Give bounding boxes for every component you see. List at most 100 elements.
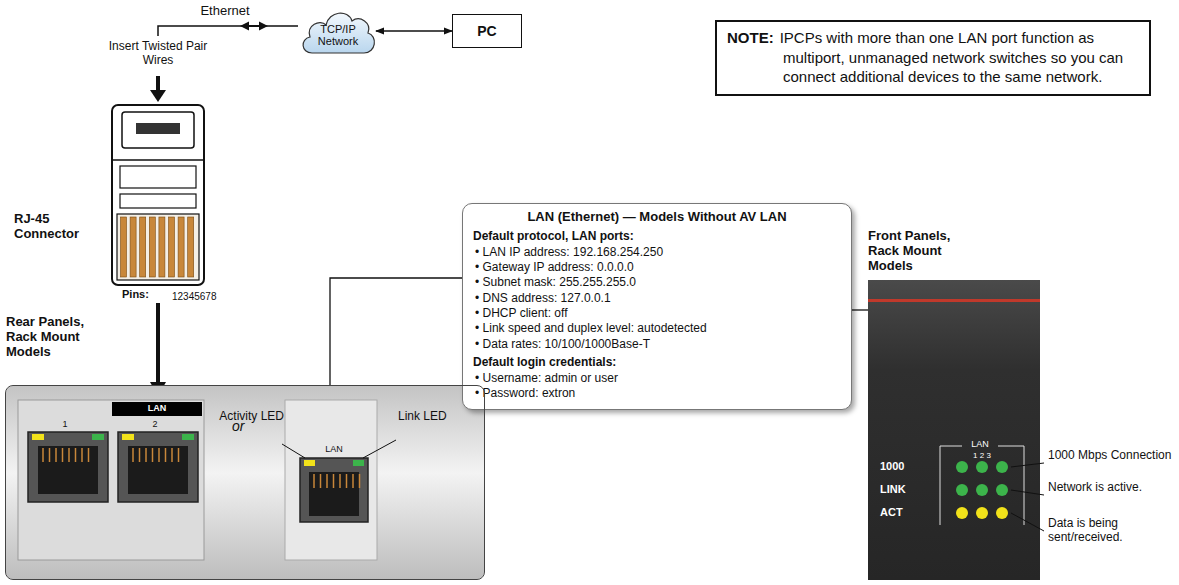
- rj45-connector: [112, 105, 204, 285]
- port-contacts-part: [152, 448, 154, 462]
- front-panel-art-part: [956, 484, 968, 496]
- front-panel-art-part: [996, 484, 1008, 496]
- note-box: NOTE:IPCPs with more than one LAN port f…: [715, 20, 1151, 96]
- rj45-connector-part: [136, 123, 180, 134]
- rear-panel-art-part: [285, 400, 377, 560]
- port-contacts: [43, 448, 360, 488]
- connector-pins-part: [149, 217, 155, 277]
- rear-panel-art-part: [300, 458, 368, 522]
- front-panel-art: [868, 280, 1044, 580]
- ethernet-wire-part: [249, 25, 259, 27]
- front-panel-art-part: [956, 507, 968, 519]
- front-panel-art-part: [868, 299, 1040, 302]
- node-body-text: • Link speed and duplex level: autodetec…: [473, 321, 841, 336]
- rear-panel-art-part: [6, 386, 484, 579]
- rear-panel-art-part: [309, 472, 359, 516]
- front-panel-art-part: [1011, 490, 1044, 495]
- port-contacts-part: [62, 448, 64, 462]
- connector-line: [330, 278, 462, 385]
- network-cloud: TCP/IP Network: [298, 3, 378, 63]
- port-contacts-part: [145, 448, 147, 462]
- rear-panel-art-part: [353, 460, 364, 466]
- pc-box: PC: [452, 14, 522, 48]
- connector-line: [852, 309, 868, 310]
- callout-label: Activity LED: [210, 410, 284, 424]
- node-text: TCP/IP Network: [311, 23, 365, 47]
- rear-panel-art-part: [363, 440, 396, 458]
- front-panel-art-part: [956, 461, 968, 473]
- ethernet-wire-part: [240, 22, 249, 31]
- node-text: PC: [459, 23, 515, 39]
- port-contacts-part: [42, 448, 44, 462]
- rj45-connector-part: [112, 159, 204, 161]
- port-contacts-part: [88, 448, 90, 462]
- rj45-connector-part: [120, 194, 196, 208]
- connector-pins-part: [188, 217, 194, 277]
- rear-panel-art-part: [128, 446, 188, 494]
- panel-heading: Rear Panels, Rack Mount Models: [6, 315, 104, 360]
- rj45-connector-part: [112, 105, 204, 285]
- node-body-text: IPCPs with more than one LAN port functi…: [780, 29, 1124, 85]
- port-contacts-part: [313, 474, 315, 488]
- ethernet-wire-part: [158, 26, 298, 36]
- rear-panel-art-part: [122, 434, 134, 440]
- connector-pins-part: [121, 217, 127, 277]
- insert-arrow-part: [150, 90, 166, 102]
- front-panel-art-part: [996, 461, 1008, 473]
- port-contacts-part: [55, 448, 57, 462]
- panel-label: LAN: [964, 439, 996, 449]
- port-contacts-part: [132, 448, 134, 462]
- led-row-label: LINK: [880, 483, 930, 496]
- rear-panel-art-part: [38, 446, 98, 494]
- rj45-connector-part: [117, 214, 199, 280]
- port-contacts-part: [346, 474, 348, 488]
- instruction-label: Insert Twisted Pair Wires: [103, 40, 213, 68]
- port-number: 2: [148, 419, 162, 429]
- callout-label: Data is being sent/received.: [1048, 517, 1172, 545]
- node-text: LAN (Ethernet) — Models Without AV LAN: [473, 210, 841, 225]
- cloud-shape: [303, 13, 374, 53]
- rear-panel-art-part: [304, 460, 315, 466]
- led-row-label: 1000: [880, 460, 930, 473]
- node-body-text: Default protocol, LAN ports:: [473, 229, 841, 245]
- rear-panel-art-part: [18, 400, 204, 560]
- connector-line: [376, 30, 452, 31]
- port-contacts-part: [68, 448, 70, 462]
- callout-label: Network is active.: [1048, 481, 1172, 495]
- callout-label: Link LED: [398, 410, 448, 424]
- front-panel-art-part: [996, 507, 1008, 519]
- port-contacts-part: [139, 448, 141, 462]
- front-panel-art-part: [976, 507, 988, 519]
- led-numbers: 1 2 3: [950, 451, 1014, 460]
- port-contacts-part: [75, 448, 77, 462]
- insert-arrow: [150, 76, 166, 102]
- connector-pins: [121, 217, 194, 277]
- port-number: 1: [58, 419, 72, 429]
- connector-pins-part: [130, 217, 136, 277]
- node-body-text: Default login credentials:: [473, 355, 841, 371]
- node-body-text: • Username: admin or user: [473, 371, 841, 386]
- insert-arrow-part: [156, 76, 160, 92]
- port-contacts-part: [352, 474, 354, 488]
- node-body-text: • LAN IP address: 192.168.254.250: [473, 245, 841, 260]
- node-body-text: • Gateway IP address: 0.0.0.0: [473, 260, 841, 275]
- rear-panel-art-part: [118, 432, 198, 502]
- info-box: LAN (Ethernet) — Models Without AV LAN De…: [462, 203, 852, 410]
- rj45-connector-part: [122, 112, 194, 148]
- pin-numbers: 12345678: [172, 291, 252, 303]
- front-panel-art-part: [976, 461, 988, 473]
- port-contacts-part: [165, 448, 167, 462]
- connector-pins-part: [159, 217, 165, 277]
- rear-panel-art-part: [182, 434, 194, 440]
- node-body-text: • DHCP client: off: [473, 306, 841, 321]
- node-body-text: • Data rates: 10/100/1000Base-T: [473, 337, 841, 352]
- panel-heading: Front Panels, Rack Mount Models: [868, 229, 978, 274]
- port-contacts-part: [171, 448, 173, 462]
- rear-panel-art-part: [92, 434, 104, 440]
- node-body-text: • Subnet mask: 255.255.255.0: [473, 275, 841, 290]
- node-body-text: • Password: extron: [473, 386, 841, 401]
- port-contacts-part: [339, 474, 341, 488]
- callout-label: 1000 Mbps Connection: [1048, 449, 1172, 463]
- ethernet-wire-part: [259, 22, 268, 31]
